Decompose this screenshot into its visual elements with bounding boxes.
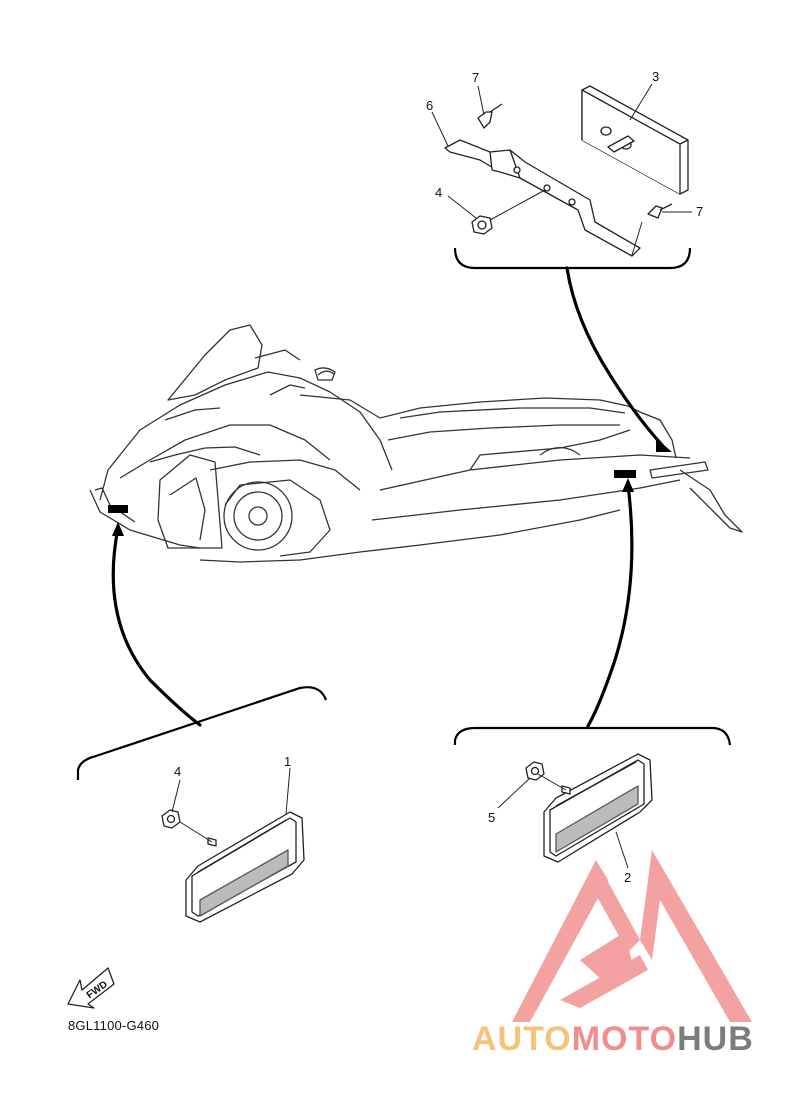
brand-auto: AUTO [472, 1020, 572, 1058]
leader-lines [111, 266, 664, 728]
callout-2: 2 [624, 870, 631, 885]
front-reflector-assembly [161, 809, 305, 923]
callout-leaders-left [171, 767, 291, 843]
rivet-lower [647, 205, 663, 219]
callout-leaders-top [431, 83, 692, 256]
mounting-bracket [444, 139, 641, 257]
rear-bracket-assembly [444, 85, 689, 257]
callout-3: 3 [652, 69, 659, 84]
callout-4-upper: 4 [435, 185, 442, 200]
callout-5: 5 [488, 810, 495, 825]
arrow-heads [112, 438, 672, 536]
watermark-brand: AUTOMOTOHUB [472, 1020, 754, 1059]
fwd-arrow: FWD [67, 967, 115, 1009]
diagram-part-code: 8GL1100-G460 [68, 1018, 160, 1033]
rivet-upper [477, 111, 493, 129]
rear-reflector-location [614, 470, 636, 478]
group-frames [76, 247, 732, 780]
watermark-logo-icon [512, 850, 752, 1022]
brand-hub: HUB [677, 1020, 754, 1058]
callout-leaders-right [497, 773, 629, 869]
callout-1: 1 [284, 754, 291, 769]
callout-6: 6 [426, 98, 433, 113]
brand-moto: MOTO [571, 1020, 678, 1058]
callout-4-lower: 4 [174, 764, 181, 779]
callout-7-upper: 7 [472, 70, 479, 85]
front-reflector-location [108, 505, 128, 513]
callout-7-lower: 7 [696, 204, 703, 219]
rear-reflector-assembly [525, 753, 653, 863]
snowmobile-illustration [89, 324, 743, 563]
